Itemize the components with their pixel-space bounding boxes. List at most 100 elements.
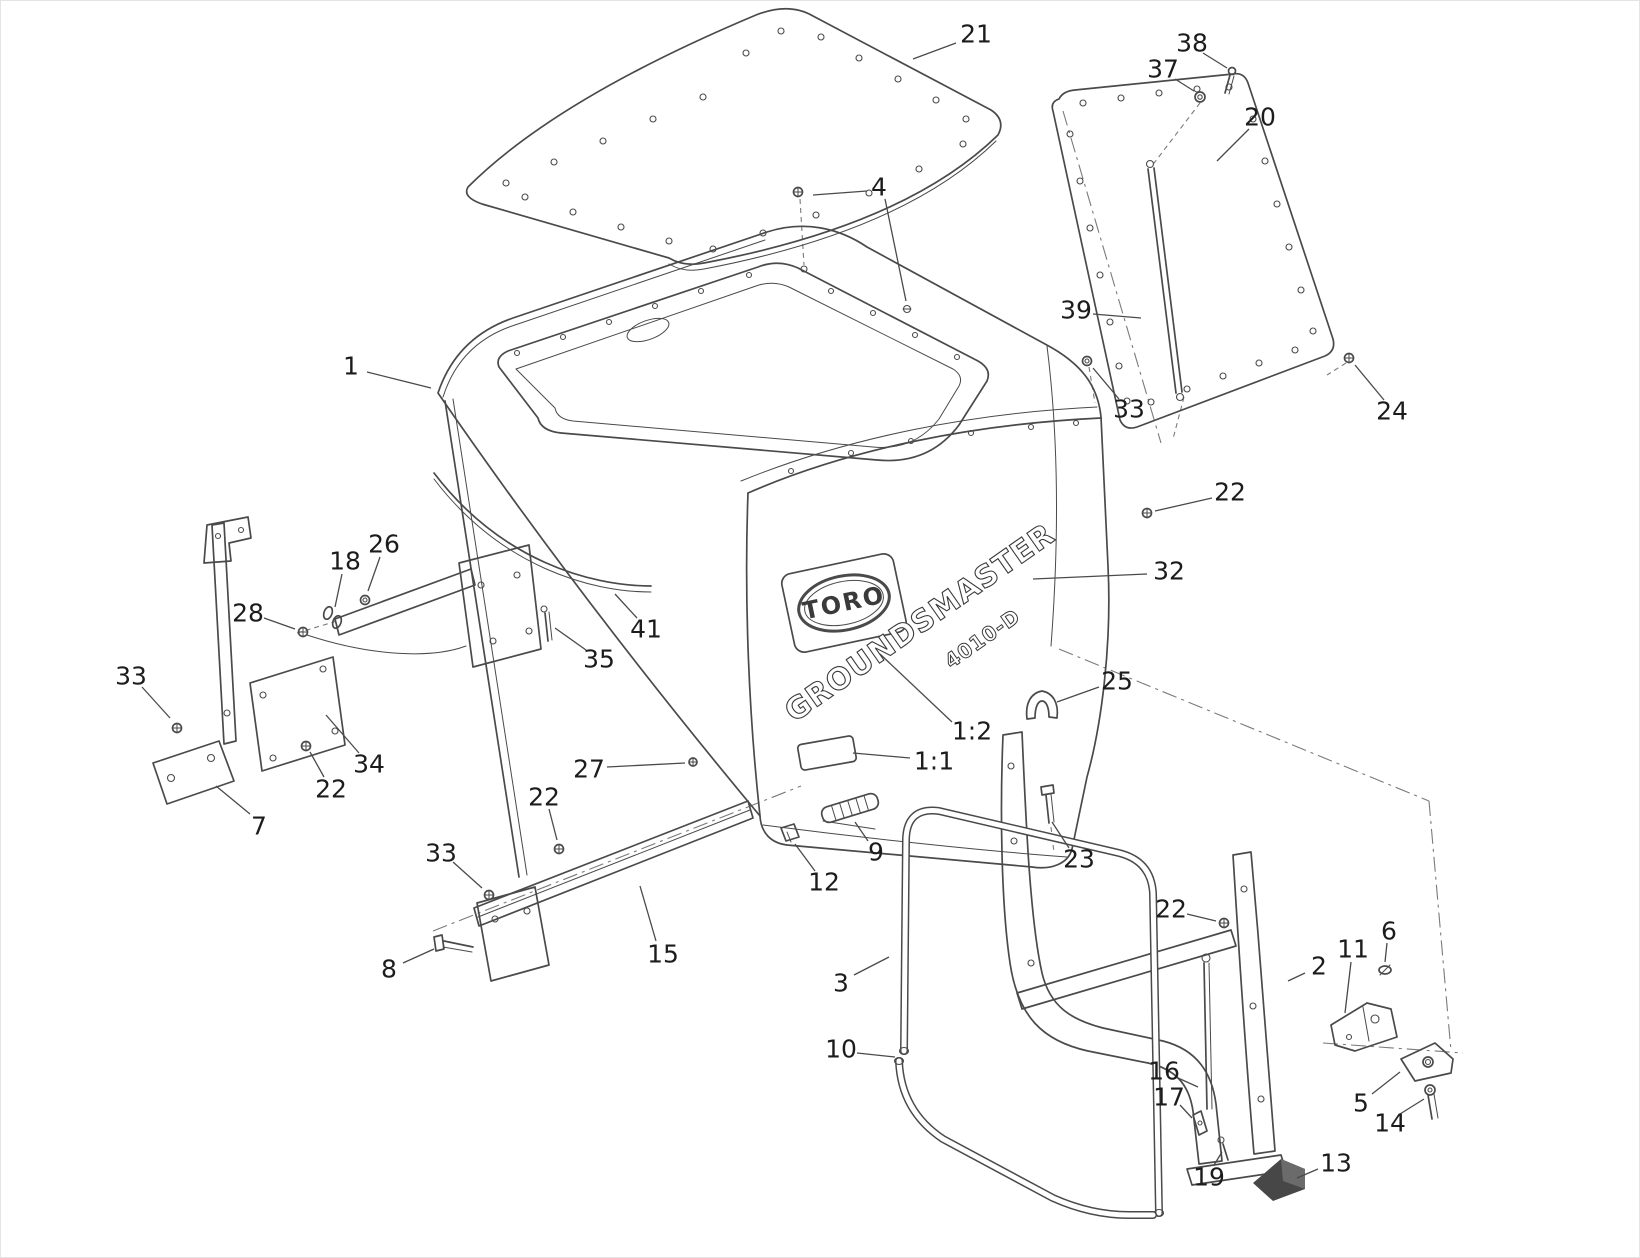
svg-text:27: 27 — [573, 755, 605, 784]
callout-35-15: 35 — [554, 627, 615, 674]
part-clevis-17 — [1192, 1110, 1208, 1136]
part-wedge-13 — [1253, 1159, 1305, 1201]
callout-2-33: 2 — [1287, 952, 1327, 982]
callout-12-28: 12 — [794, 843, 840, 897]
callout-41-14: 41 — [614, 593, 662, 644]
callout-32-12: 32 — [1032, 557, 1185, 586]
fastener-nut-37 — [1194, 91, 1206, 103]
part-bracket-7 — [152, 740, 235, 805]
part-rod-16 — [1201, 953, 1213, 1110]
svg-text:22: 22 — [1214, 478, 1246, 507]
svg-text:8: 8 — [381, 955, 397, 984]
part-rear-frame — [1000, 731, 1287, 1186]
fastener-screw-28 — [297, 626, 309, 638]
svg-text:15: 15 — [647, 940, 679, 969]
fastener-screw-22-frame — [1218, 917, 1230, 929]
callout-33-7: 33 — [1092, 367, 1145, 424]
svg-text:35: 35 — [583, 645, 615, 674]
part-lower-bracket — [476, 886, 550, 982]
fastener-bolt-14 — [1424, 1084, 1439, 1120]
svg-text:18: 18 — [329, 547, 361, 576]
callout-22-29: 22 — [1155, 895, 1217, 924]
fastener-screw-33-lower — [483, 889, 495, 901]
fastener-bolt-8 — [433, 934, 474, 953]
svg-text:17: 17 — [1153, 1083, 1185, 1112]
part-hoop-3 — [898, 806, 1165, 1218]
svg-text:33: 33 — [115, 662, 147, 691]
callout-39-5: 39 — [1060, 296, 1142, 325]
callout-17-38: 17 — [1153, 1083, 1193, 1119]
callout-5-39: 5 — [1353, 1071, 1401, 1118]
callout-3-32: 3 — [833, 956, 890, 998]
svg-text:19: 19 — [1193, 1163, 1225, 1192]
svg-text:16: 16 — [1148, 1057, 1180, 1086]
svg-text:21: 21 — [960, 20, 992, 49]
svg-text:41: 41 — [630, 615, 662, 644]
fastener-nut-33-right — [1081, 355, 1093, 367]
callout-37-2: 37 — [1147, 55, 1195, 92]
svg-text:38: 38 — [1176, 29, 1208, 58]
svg-text:5: 5 — [1353, 1089, 1369, 1118]
fastener-nut-26 — [359, 594, 371, 606]
callout-18-11: 18 — [329, 547, 361, 608]
svg-text:26: 26 — [368, 530, 400, 559]
callout-15-30: 15 — [639, 885, 679, 969]
callout-22-23: 22 — [528, 783, 560, 841]
svg-text:2: 2 — [1311, 952, 1327, 981]
svg-text:12: 12 — [808, 868, 840, 897]
svg-text:1: 1 — [343, 352, 359, 381]
svg-text:28: 28 — [232, 599, 264, 628]
callout-4-4: 4 — [812, 173, 907, 302]
part-hinge-plate-5 — [1400, 1042, 1454, 1082]
part-clip-18 — [322, 605, 343, 630]
callout-22-9: 22 — [1154, 478, 1246, 512]
fastener-screw-22-mid — [553, 843, 565, 855]
serial-decal — [796, 735, 858, 771]
svg-text:9: 9 — [868, 838, 884, 867]
part-latch-handle — [820, 792, 880, 830]
callout-19-41: 19 — [1193, 1151, 1225, 1192]
fastener-bolt-38 — [1224, 66, 1237, 95]
fastener-pin-19 — [1217, 1136, 1229, 1161]
callout-20-3: 20 — [1216, 103, 1276, 162]
callout-1-6: 1 — [343, 352, 432, 389]
svg-text:32: 32 — [1153, 557, 1185, 586]
svg-text:37: 37 — [1147, 55, 1179, 84]
svg-text:4: 4 — [871, 173, 887, 202]
callout-24-8: 24 — [1354, 364, 1408, 426]
fastener-screw-22-left — [300, 740, 312, 752]
callout-13-42: 13 — [1296, 1149, 1352, 1179]
fastener-screw-4 — [792, 186, 804, 198]
callout-6-35: 6 — [1381, 917, 1397, 963]
callout-34-20: 34 — [325, 714, 385, 779]
callout-9-25: 9 — [854, 821, 884, 867]
callout-25-17: 25 — [1056, 667, 1133, 703]
part-rail-15 — [473, 800, 754, 927]
part-crossbar — [306, 544, 542, 668]
part-trim-strip — [433, 472, 652, 593]
svg-text:24: 24 — [1376, 397, 1408, 426]
callout-38-1: 38 — [1176, 29, 1228, 69]
hood-prop-tube — [444, 398, 528, 878]
alignment-lines — [296, 102, 1464, 1054]
callout-22-22: 22 — [309, 751, 347, 804]
svg-text:39: 39 — [1060, 296, 1092, 325]
svg-text:34: 34 — [353, 750, 385, 779]
part-bracket-11 — [1330, 1002, 1398, 1052]
callout-1-2-18: 1:2 — [879, 653, 992, 746]
part-clip-12 — [780, 823, 800, 843]
svg-text:6: 6 — [1381, 917, 1397, 946]
callout-21-0: 21 — [912, 20, 992, 60]
fastener-screw-33-left — [171, 722, 183, 734]
svg-text:3: 3 — [833, 969, 849, 998]
callout-33-27: 33 — [425, 839, 483, 889]
callout-7-24: 7 — [215, 785, 267, 841]
callout-27-21: 27 — [573, 755, 686, 784]
callout-16-37: 16 — [1148, 1057, 1199, 1088]
part-hook-bracket-25 — [1025, 690, 1059, 720]
svg-text:25: 25 — [1101, 667, 1133, 696]
fastener-screw-27 — [688, 757, 698, 767]
svg-text:1:1: 1:1 — [914, 747, 954, 776]
svg-text:13: 13 — [1320, 1149, 1352, 1178]
